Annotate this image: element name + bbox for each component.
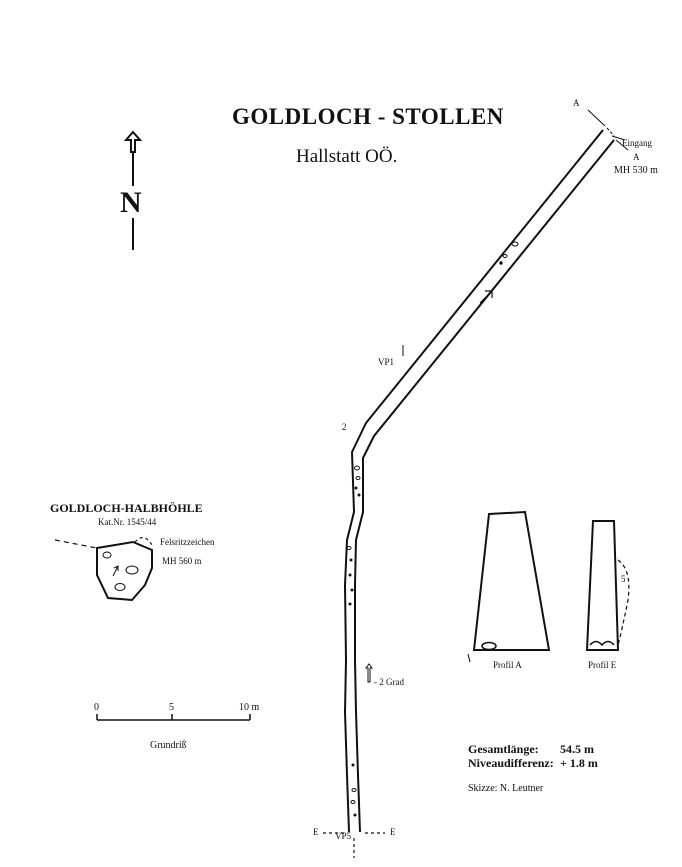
halbhoehle-felsritz: Felsritzzeichen <box>160 537 215 547</box>
scale-bar <box>96 714 251 721</box>
vp1-label: VP1 <box>378 357 395 367</box>
profile-e <box>585 520 630 651</box>
profile-e-label: Profil E <box>588 660 617 670</box>
halbhoehle-plan <box>54 537 153 602</box>
scale-tick-0: 0 <box>94 702 99 713</box>
entrance-label: Eingang <box>622 138 652 148</box>
author-credit: Skizze: N. Leutner <box>468 783 544 794</box>
direction-arrow-icon <box>479 290 493 304</box>
north-arrow-icon <box>123 130 143 250</box>
entrance-elevation: MH 530 m <box>614 165 658 176</box>
halbhoehle-elevation: MH 560 m <box>162 556 202 566</box>
passage-outline <box>344 129 615 833</box>
section-line-e <box>323 832 385 858</box>
level-difference-label: Niveaudifferenz: <box>468 756 554 770</box>
survey-point-2-label: 2 <box>342 422 347 432</box>
profile-a-label: Profil A <box>493 660 522 670</box>
scale-tick-10: 10 m <box>239 702 260 713</box>
section-e-right-label: E <box>390 827 396 837</box>
slope-label: - 2 Grad <box>374 677 404 687</box>
scale-caption: Grundriß <box>150 740 187 751</box>
section-line-a <box>587 109 629 151</box>
halbhoehle-katnr: Kat.Nr. 1545/44 <box>98 517 157 527</box>
page-subtitle: Hallstatt OÖ. <box>296 146 398 167</box>
level-difference-value: + 1.8 m <box>560 756 598 770</box>
section-e-left-label: E <box>313 827 319 837</box>
section-a-bottom-label: A <box>633 152 640 162</box>
profile-a <box>467 510 551 663</box>
north-label: N <box>120 186 142 219</box>
scale-tick-5: 5 <box>169 702 174 713</box>
halbhoehle-title: GOLDLOCH-HALBHÖHLE <box>50 501 203 515</box>
page-title: GOLDLOCH - STOLLEN <box>232 104 504 129</box>
vp5-label: VP5 <box>335 831 352 841</box>
total-length-label: Gesamtlänge: <box>468 742 539 756</box>
profile-e-dimension: 5 <box>621 574 626 584</box>
total-length-value: 54.5 m <box>560 742 594 756</box>
slope-arrow-icon <box>365 663 373 683</box>
section-a-top-label: A <box>573 98 580 108</box>
passage-debris <box>346 241 519 817</box>
